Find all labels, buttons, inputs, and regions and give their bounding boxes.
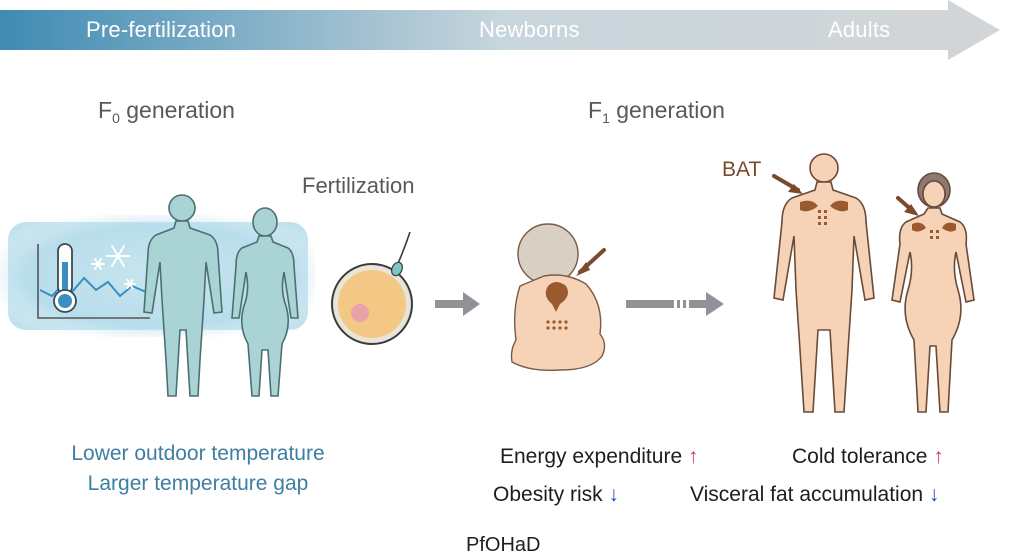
down-arrow-icon: ↓ [608, 483, 620, 506]
snowflake-icon [91, 245, 136, 289]
effect-label: Cold tolerance [792, 445, 928, 468]
timeline-arrow [0, 0, 1000, 60]
f0-suffix: generation [119, 97, 235, 123]
f0-female-parent [231, 207, 299, 397]
thermometer-icon [53, 243, 77, 313]
f0-generation-title: F0 generation [98, 97, 235, 126]
timeline-stage-prefertilization: Pre-fertilization [86, 17, 237, 42]
effect-visceral-fat: Visceral fat accumulation ↓ [690, 483, 939, 507]
down-arrow-icon: ↓ [928, 483, 940, 506]
up-arrow-icon: ↑ [933, 445, 944, 468]
fertilized-egg [331, 231, 413, 345]
condition-temperature-gap: Larger temperature gap [87, 472, 309, 495]
bat-deposits-male [800, 200, 848, 225]
condition-lower-temperature: Lower outdoor temperature [71, 442, 325, 465]
footer-text: PfOHaD [466, 534, 541, 556]
arrow-to-adults [626, 292, 724, 316]
effect-label: Energy expenditure [500, 445, 683, 468]
effect-obesity-risk: Obesity risk ↓ [493, 483, 619, 507]
f1-adult-female [891, 172, 975, 413]
fertilization-label: Fertilization [302, 173, 415, 198]
f0-male-parent [143, 194, 223, 397]
f1-adult-male [773, 153, 875, 413]
temperature-trace [39, 276, 147, 298]
timeline-stage-newborns: Newborns [479, 17, 580, 42]
f1-generation-title: F1 generation [588, 97, 725, 126]
f1-prefix: F [588, 97, 603, 123]
bat-label: BAT [722, 158, 762, 181]
newborn-baby [510, 223, 606, 372]
effect-cold-tolerance: Cold tolerance ↑ [792, 445, 944, 469]
effect-label: Visceral fat accumulation [690, 483, 924, 506]
f0-subscript: 0 [112, 110, 120, 126]
f0-prefix: F [98, 97, 113, 123]
effect-label: Obesity risk [493, 483, 603, 506]
up-arrow-icon: ↑ [687, 445, 699, 468]
arrow-to-newborn [435, 292, 480, 316]
f1-suffix: generation [609, 97, 725, 123]
f1-subscript: 1 [602, 110, 610, 126]
timeline-stage-adults: Adults [828, 17, 891, 42]
temperature-chart-axes [37, 244, 150, 319]
bat-deposits-female [912, 222, 956, 239]
effect-energy-expenditure: Energy expenditure ↑ [500, 445, 698, 469]
